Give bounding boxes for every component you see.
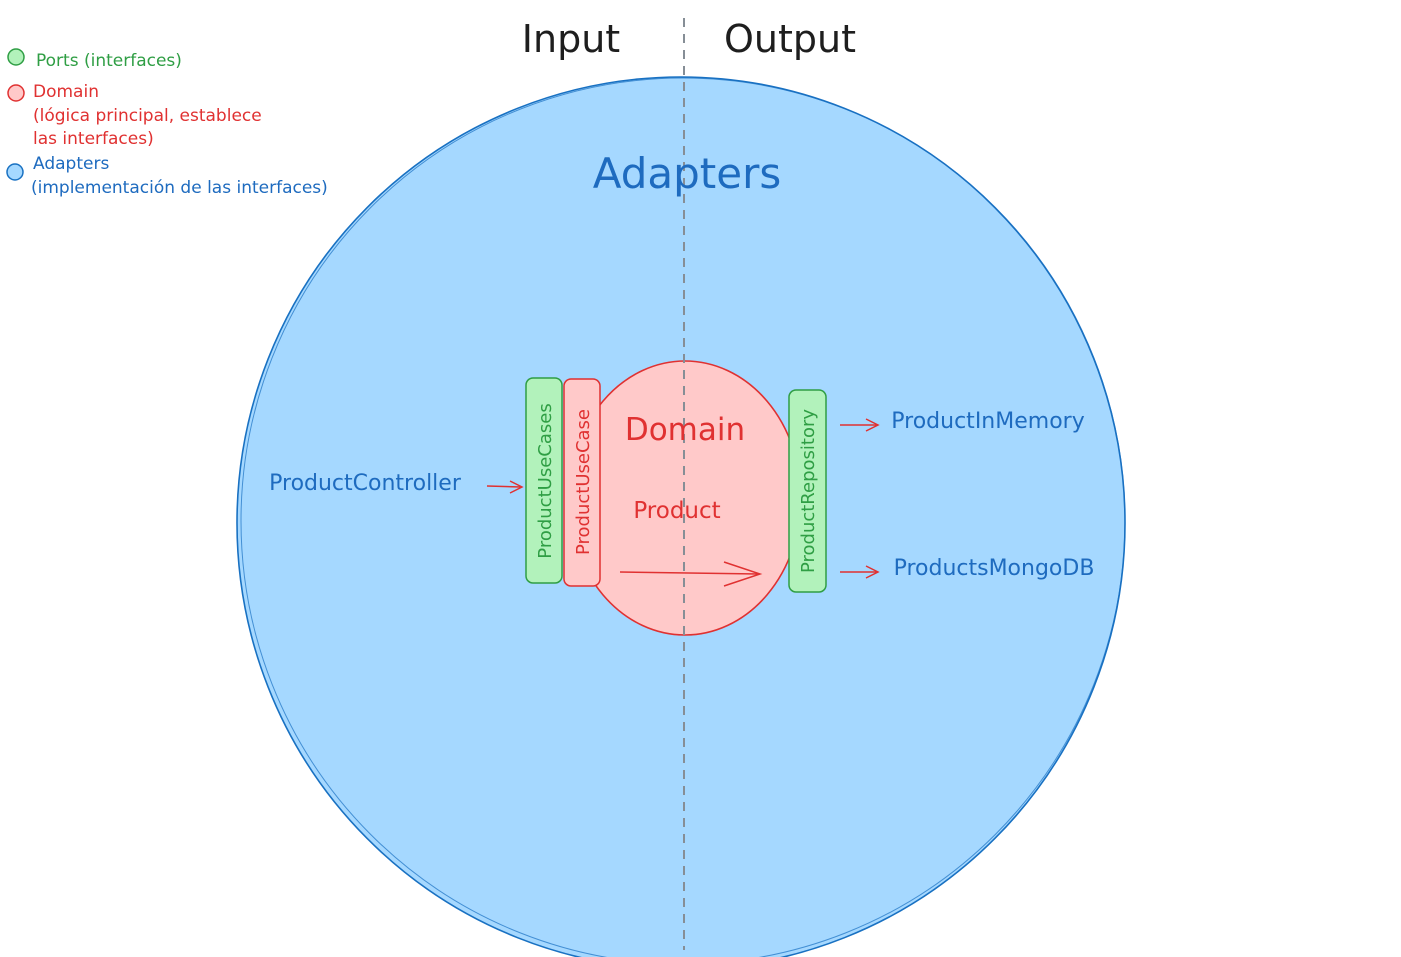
input-port-label: ProductUseCases (535, 403, 556, 558)
domain-to-repository-arrow (619, 561, 763, 587)
legend-domain-desc-1: (lógica principal, establece (33, 106, 262, 126)
output-adapter-1-label: ProductInMemory (891, 409, 1084, 434)
legend-domain-label: Domain (33, 82, 99, 102)
legend-adapters-swatch (6, 163, 24, 181)
adapters-title: Adapters (593, 149, 782, 198)
input-adapter-arrow (486, 480, 524, 494)
legend-domain-desc-2: las interfaces) (33, 129, 154, 149)
output-label: Output (724, 17, 856, 61)
input-adapter-label: ProductController (269, 471, 462, 496)
use-case-box (563, 378, 601, 587)
domain-title: Domain (625, 412, 745, 448)
legend-adapters-label: Adapters (33, 154, 109, 174)
output-port-label: ProductRepository (798, 409, 819, 573)
input-port-box (525, 377, 563, 584)
legend-ports-swatch (7, 48, 25, 66)
entity-product: Product (633, 498, 720, 524)
legend-adapters-desc: (implementación de las interfaces) (31, 178, 328, 198)
output-adapter-2-label: ProductsMongoDB (894, 556, 1095, 581)
legend-domain-swatch (7, 84, 25, 102)
legend-ports-label: Ports (interfaces) (36, 51, 182, 71)
output-adapter-2-arrow (840, 565, 880, 579)
input-label: Input (522, 17, 620, 61)
output-adapter-1-arrow (840, 418, 880, 432)
output-port-box (788, 389, 827, 593)
use-case-label: ProductUseCase (573, 409, 594, 555)
adapters-circle-sketch (240, 77, 1126, 957)
